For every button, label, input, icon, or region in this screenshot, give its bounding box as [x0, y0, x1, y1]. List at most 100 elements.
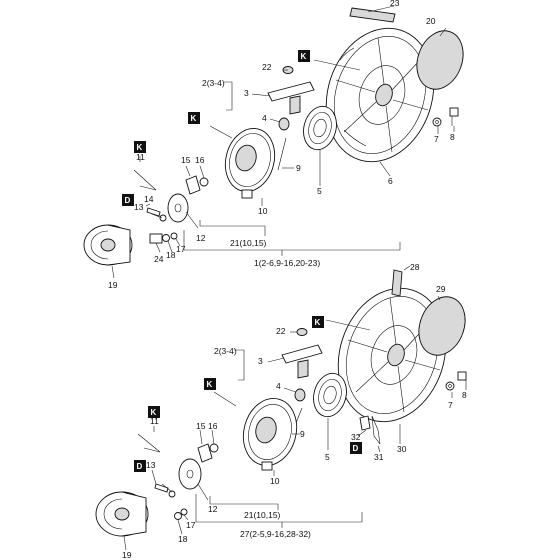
pin-32: [359, 415, 371, 431]
starter-pulley: [83, 224, 133, 266]
marker-k-clip: K: [134, 141, 146, 153]
label-21: 21(10,15): [244, 510, 281, 520]
label-5: 5: [325, 452, 330, 462]
svg-text:K: K: [207, 380, 213, 389]
label-14: 14: [144, 194, 154, 204]
washer-18: [162, 234, 170, 242]
label-11: 11: [150, 416, 159, 426]
friction-plate-bottom: [178, 458, 202, 490]
labels-top: 23 20 22 2(3-4) 3 4 5 6 7 8 9 10 11 15 1…: [108, 0, 455, 290]
label-9: 9: [300, 429, 305, 439]
bottom-assembly: 28 29 22 2(3-4) 3 4 5 30 7 8 9 10 11 15 …: [95, 262, 467, 560]
marker-k-reel-bottom: K: [204, 378, 216, 390]
label-30: 30: [397, 444, 407, 454]
pawl-15-bottom: [197, 443, 213, 463]
rope-guide-28: [391, 269, 403, 297]
svg-text:K: K: [151, 408, 157, 417]
recoil-spring-bottom: [313, 372, 347, 418]
marker-k-housing: K: [298, 50, 310, 62]
marker-d-screw: D: [122, 194, 134, 206]
label-31: 31: [374, 452, 384, 462]
screen-disc: [416, 30, 464, 90]
label-19: 19: [122, 550, 132, 560]
label-22: 22: [276, 326, 286, 336]
screw-13: [146, 207, 161, 217]
recoil-housing: [325, 27, 435, 163]
label-8: 8: [462, 390, 467, 400]
bushing-4-bottom: [294, 388, 306, 402]
label-13: 13: [134, 202, 144, 212]
label-29: 29: [436, 284, 446, 294]
label-20: 20: [426, 16, 436, 26]
screen-disc-29: [418, 296, 466, 356]
starter-handle: [267, 81, 315, 115]
rope-9: [277, 137, 287, 171]
label-23: 23: [390, 0, 400, 8]
label-17: 17: [176, 244, 186, 254]
spring-31: [371, 415, 381, 445]
label-21: 21(10,15): [230, 238, 267, 248]
label-32: 32: [351, 432, 361, 442]
label-3: 3: [258, 356, 263, 366]
marker-d-pin-bottom: D: [350, 442, 362, 454]
recoil-housing-bottom: [337, 287, 447, 423]
label-4: 4: [276, 381, 281, 391]
label-27: 27(2-5,9-16,28-32): [240, 529, 311, 539]
label-2: 2(3-4): [202, 78, 225, 88]
marker-k-reel: K: [188, 112, 200, 124]
pawl-15: [185, 175, 201, 195]
svg-text:K: K: [137, 143, 143, 152]
label-28: 28: [410, 262, 420, 272]
washer-18-bottom: [174, 512, 182, 520]
svg-text:K: K: [301, 52, 307, 61]
rope-reel-bottom: [242, 398, 298, 471]
friction-plate: [167, 193, 189, 223]
svg-text:D: D: [125, 196, 131, 205]
bushing-4: [278, 117, 290, 131]
marker-d-screw-bottom: D: [134, 460, 146, 472]
bolt-8: [449, 107, 459, 126]
recoil-spring: [303, 105, 337, 151]
spring-16: [199, 177, 209, 187]
label-22: 22: [262, 62, 272, 72]
label-16: 16: [195, 155, 205, 165]
washer-17-bottom: [180, 508, 188, 516]
svg-text:D: D: [137, 462, 143, 471]
label-5: 5: [317, 186, 322, 196]
spacer-24: [149, 233, 163, 244]
bolt-8-bottom: [457, 371, 467, 381]
rope-reel: [224, 128, 276, 199]
clip-11: [133, 169, 157, 191]
label-7: 7: [434, 134, 439, 144]
label-19: 19: [108, 280, 118, 290]
washer-14-bottom: [168, 490, 176, 498]
svg-text:K: K: [315, 318, 321, 327]
label-12: 12: [196, 233, 206, 243]
label-13: 13: [146, 460, 156, 470]
washer-14: [159, 214, 167, 222]
label-17: 17: [186, 520, 196, 530]
leader-lines-bottom: [123, 265, 467, 551]
label-7: 7: [448, 400, 453, 410]
label-11: 11: [136, 152, 145, 162]
handle-cap-22-bottom: [296, 328, 308, 336]
label-10: 10: [258, 206, 268, 216]
label-8: 8: [450, 132, 455, 142]
screw-13-bottom: [154, 483, 169, 493]
label-16: 16: [208, 421, 218, 431]
labels-bottom: 28 29 22 2(3-4) 3 4 5 30 7 8 9 10 11 15 …: [122, 262, 467, 560]
spring-16-bottom: [209, 443, 219, 453]
label-1: 1(2-6,9-16,20-23): [254, 258, 320, 268]
label-10: 10: [270, 476, 280, 486]
starter-handle-bottom: [281, 344, 323, 379]
label-6: 6: [388, 176, 393, 186]
label-15: 15: [181, 155, 191, 165]
starter-pulley-bottom: [95, 491, 149, 537]
washer-17: [170, 232, 178, 240]
svg-text:D: D: [353, 444, 359, 453]
label-18: 18: [178, 534, 188, 544]
label-12: 12: [208, 504, 218, 514]
svg-text:K: K: [191, 114, 197, 123]
leader-lines-top: [111, 5, 455, 279]
